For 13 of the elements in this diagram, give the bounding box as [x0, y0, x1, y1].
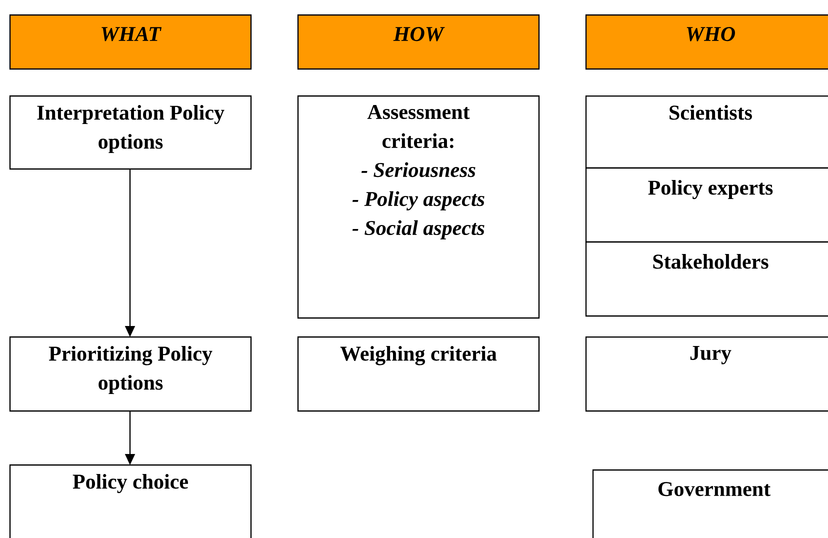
actor-box: Scientists — [585, 95, 828, 169]
criteria-box: Assessment criteria: - Seriousness - Policy aspects - Social aspects — [297, 95, 540, 319]
process-box: Interpretation Policy options — [9, 95, 252, 170]
process-box: Weighing criteria — [297, 336, 540, 412]
actor-box: Government — [592, 469, 828, 538]
process-box: Prioritizing Policy options — [9, 336, 252, 412]
column-header: WHAT — [9, 14, 252, 70]
actor-box: Stakeholders — [585, 241, 828, 317]
actor-box: Jury — [585, 336, 828, 412]
column-header: WHO — [585, 14, 828, 70]
column-header: HOW — [297, 14, 540, 70]
process-box: Policy choice — [9, 464, 252, 538]
actor-box: Policy experts — [585, 167, 828, 243]
